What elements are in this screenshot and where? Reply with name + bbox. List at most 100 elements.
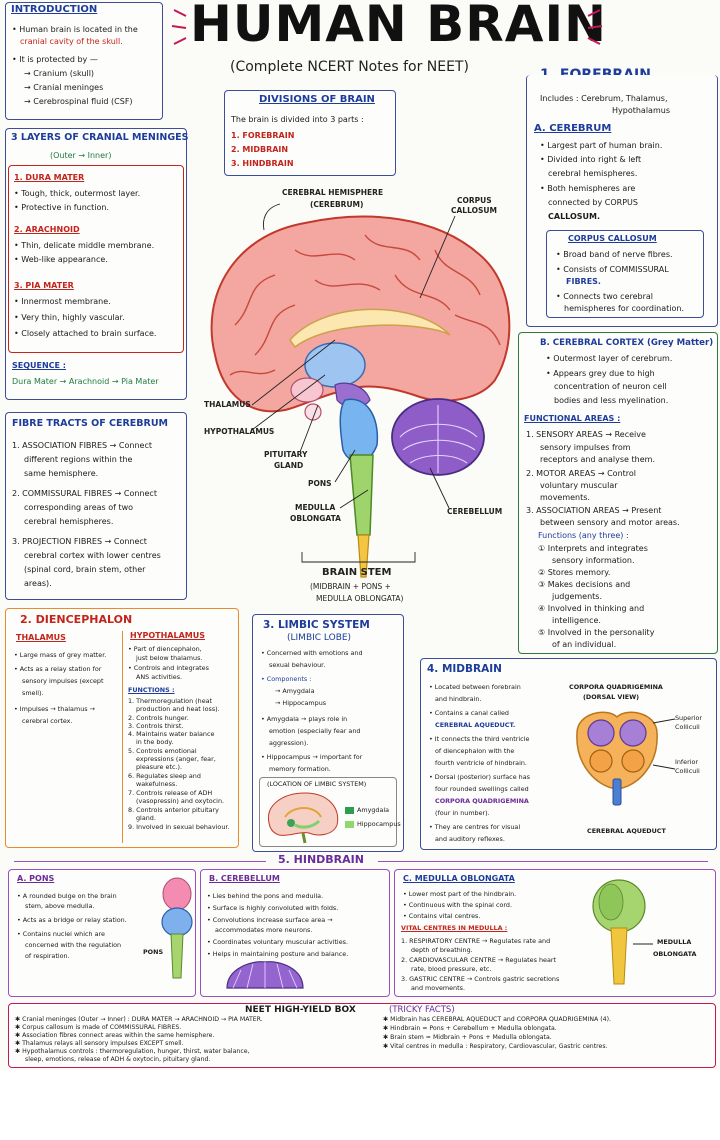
cc-line: • Consists of COMMISSURAL bbox=[556, 265, 669, 274]
hippocampus-swatch bbox=[345, 821, 354, 828]
cerebrum-line: CALLOSUM. bbox=[548, 212, 601, 221]
cortex-heading: B. CEREBRAL CORTEX (Grey Matter) bbox=[540, 338, 714, 348]
pia-line: • Innermost membrane. bbox=[14, 297, 111, 306]
corpus-callosum-heading: CORPUS CALLOSUM bbox=[568, 234, 657, 243]
vital-centre-line: rate, blood pressure, etc. bbox=[411, 965, 492, 973]
arachnoid-line: • Web-like appearance. bbox=[14, 255, 108, 264]
neet-heading: NEET HIGH-YIELD BOX bbox=[245, 1005, 356, 1015]
function-line: gland. bbox=[136, 814, 156, 822]
cerebellum-line: • Convolutions increase surface area → bbox=[207, 916, 333, 924]
corpus-callosum-box bbox=[546, 230, 704, 318]
fa-line: 1. SENSORY AREAS → Receive bbox=[526, 430, 646, 439]
midbrain-box: 4. MIDBRAIN • Located between forebrain … bbox=[420, 658, 717, 850]
limbic-line: • Hippocampus → important for bbox=[261, 753, 363, 761]
fa-line: ⑤ Involved in the personality bbox=[538, 628, 655, 637]
neet-tricky: (TRICKY FACTS) bbox=[389, 1005, 455, 1015]
fibre-line: 3. PROJECTION FIBRES → Connect bbox=[12, 537, 147, 546]
intro-box: INTRODUCTION • Human brain is located in… bbox=[5, 2, 163, 120]
label-pituitary: GLAND bbox=[274, 461, 304, 470]
function-line: 6. Regulates sleep and bbox=[128, 772, 201, 780]
cq-label: (DORSAL VIEW) bbox=[583, 693, 640, 701]
divisions-heading: DIVISIONS OF BRAIN bbox=[259, 94, 375, 105]
cerebellum-box: B. CEREBELLUM • Lies behind the pons and… bbox=[200, 869, 390, 997]
fa-line: ① Interprets and integrates bbox=[538, 544, 648, 553]
neet-fact: ✱ Thalamus relays all sensory impulses E… bbox=[15, 1040, 184, 1047]
midbrain-line: (four in number). bbox=[435, 809, 490, 817]
cerebellum-line: • Lies behind the pons and medulla. bbox=[207, 892, 324, 900]
intro-line: → Cranial meninges bbox=[24, 83, 104, 92]
hindbrain-rule-right bbox=[378, 861, 708, 862]
neet-fact: ✱ Association fibres connect areas withi… bbox=[15, 1032, 215, 1039]
fibre-line: 2. COMMISSURAL FIBRES → Connect bbox=[12, 489, 157, 498]
fa-line: ② Stores memory. bbox=[538, 568, 611, 577]
function-line: wakefulness. bbox=[136, 780, 178, 788]
cerebellum-diagram bbox=[226, 961, 304, 989]
sequence-line: Dura Mater → Arachnoid → Pia Mater bbox=[12, 377, 159, 386]
function-line: (vasopressin) and oxytocin. bbox=[136, 797, 225, 805]
thalamus-line: • Impulses → thalamus → bbox=[14, 705, 95, 713]
forebrain-includes: Includes : Cerebrum, Thalamus, bbox=[540, 94, 668, 103]
pons-line: of respiration. bbox=[25, 952, 70, 960]
corpora-quadrigemina-diagram bbox=[576, 711, 658, 806]
fa-line: 2. MOTOR AREAS → Control bbox=[526, 469, 637, 478]
hindbrain-heading: 5. HINDBRAIN bbox=[278, 853, 364, 866]
hippocampus-legend: Hippocampus bbox=[357, 820, 401, 828]
intro-line: → Cranium (skull) bbox=[24, 69, 95, 78]
cerebellum-heading: B. CEREBELLUM bbox=[209, 874, 280, 883]
pons-line: concerned with the regulation bbox=[25, 941, 122, 949]
limbic-sub: (LIMBIC LOBE) bbox=[287, 633, 352, 643]
neet-fact: ✱ Midbrain has CEREBRAL AQUEDUCT and COR… bbox=[383, 1016, 611, 1023]
medulla-line: • Lower most part of the hindbrain. bbox=[403, 890, 517, 898]
intro-line: → Cerebrospinal fluid (CSF) bbox=[24, 97, 133, 106]
page-title: HUMAN BRAIN bbox=[190, 0, 607, 53]
thalamus-line: cerebral cortex. bbox=[22, 717, 73, 725]
cerebrum-line: • Divided into right & left bbox=[540, 155, 642, 164]
dura-heading: 1. DURA MATER bbox=[14, 173, 85, 182]
label-corpus-callosum: CALLOSUM bbox=[451, 206, 497, 215]
fa-line: 3. ASSOCIATION AREAS → Present bbox=[526, 506, 662, 515]
label-corpus-callosum: CORPUS bbox=[457, 196, 492, 205]
medulla-diagram-label: MEDULLA bbox=[657, 938, 692, 946]
cerebrum-line: • Largest part of human brain. bbox=[540, 141, 663, 150]
function-line: pleasure etc.). bbox=[136, 763, 183, 771]
thalamus-line: sensory impulses (except bbox=[22, 677, 104, 685]
cerebellum-line: • Helps in maintaining posture and balan… bbox=[207, 950, 349, 958]
fa-line: sensory information. bbox=[552, 556, 635, 565]
medulla-line: • Continuous with the spinal cord. bbox=[403, 901, 512, 909]
intro-line: • Human brain is located in the bbox=[12, 25, 138, 34]
intro-line: • It is protected by — bbox=[12, 55, 98, 64]
pons-diagram bbox=[161, 877, 193, 979]
vital-centre-line: and movements. bbox=[411, 984, 465, 992]
division-item: 1. FOREBRAIN bbox=[231, 131, 295, 140]
superior-colliculi-label: Colliculi bbox=[675, 723, 700, 731]
amygdala-swatch bbox=[345, 807, 354, 814]
neet-fact: ✱ Hypothalamus controls : thermoregulati… bbox=[15, 1048, 250, 1055]
function-line: in the body. bbox=[136, 738, 174, 746]
midbrain-line: • It connects the third ventricle bbox=[429, 735, 530, 743]
pons-box: A. PONS • A rounded bulge on the brain s… bbox=[8, 869, 196, 997]
vital-centre-line: depth of breathing. bbox=[411, 946, 473, 954]
fa-line: between sensory and motor areas. bbox=[540, 518, 680, 527]
label-cerebral-hemisphere: (CEREBRUM) bbox=[310, 200, 364, 209]
hindbrain-rule-left bbox=[14, 861, 266, 862]
hypothalamus-heading: HYPOTHALAMUS bbox=[130, 631, 206, 640]
label-thalamus: THALAMUS bbox=[204, 400, 251, 409]
limbic-line: emotion (especially fear and bbox=[269, 727, 361, 735]
midbrain-line: CORPORA QUADRIGEMINA bbox=[435, 797, 529, 805]
neet-fact: sleep, emotions, release of ADH & oxytoc… bbox=[25, 1056, 211, 1063]
hypothalamus-line: just below thalamus. bbox=[136, 654, 203, 662]
label-hypothalamus: HYPOTHALAMUS bbox=[204, 427, 275, 436]
label-pons: PONS bbox=[308, 479, 332, 488]
vital-centre-line: 1. RESPIRATORY CENTRE → Regulates rate a… bbox=[401, 937, 551, 945]
midbrain-arrows bbox=[652, 718, 676, 770]
midbrain-line: • They are centres for visual bbox=[429, 823, 521, 831]
function-line: 2. Controls hunger. bbox=[128, 714, 189, 722]
hypothalamus-line: • Controls and integrates bbox=[128, 664, 209, 672]
dura-line: • Protective in function. bbox=[14, 203, 110, 212]
fibre-line: areas). bbox=[24, 579, 52, 588]
thalamus-line: • Large mass of grey matter. bbox=[14, 651, 107, 659]
label-leader-lines bbox=[251, 203, 456, 563]
pia-line: • Closely attached to brain surface. bbox=[14, 329, 157, 338]
label-brain-stem: BRAIN STEM bbox=[322, 567, 392, 578]
fibre-line: cerebral hemispheres. bbox=[24, 517, 114, 526]
